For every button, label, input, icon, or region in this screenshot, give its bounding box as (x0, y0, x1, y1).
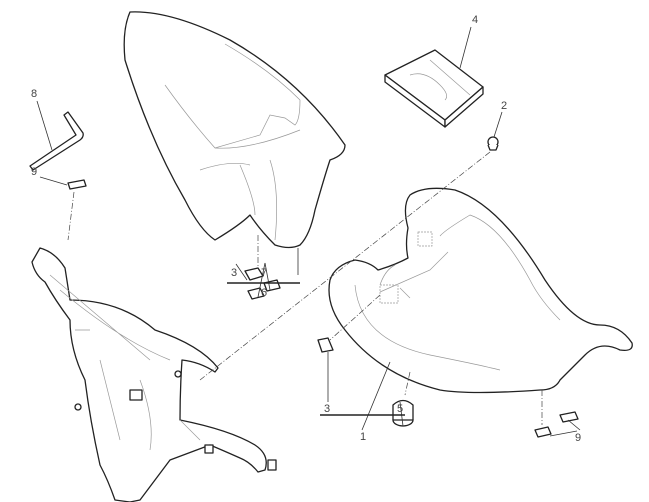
group-brackets (227, 282, 405, 416)
callout-4[interactable]: 4 (471, 14, 479, 26)
hex-key (29, 111, 84, 171)
passenger-seat-cover (123, 11, 346, 249)
callout-8[interactable]: 8 (30, 88, 38, 100)
callout-9-seat[interactable]: 9 (574, 432, 582, 444)
callout-6[interactable]: 6 (260, 287, 268, 299)
callout-5[interactable]: 5 (396, 403, 404, 415)
callout-2[interactable]: 2 (500, 100, 508, 112)
callout-3-passenger[interactable]: 3 (230, 267, 238, 279)
callout-3-rider[interactable]: 3 (323, 403, 331, 415)
callout-9-frame[interactable]: 9 (30, 166, 38, 178)
leader-lines (36, 26, 581, 437)
assembly-lines (67, 151, 543, 425)
rear-subframe (31, 247, 277, 502)
screw (487, 136, 499, 151)
manual-kit (384, 49, 484, 128)
callout-7[interactable]: 7 (260, 267, 268, 279)
callout-1[interactable]: 1 (359, 431, 367, 443)
rider-seat (328, 187, 633, 394)
